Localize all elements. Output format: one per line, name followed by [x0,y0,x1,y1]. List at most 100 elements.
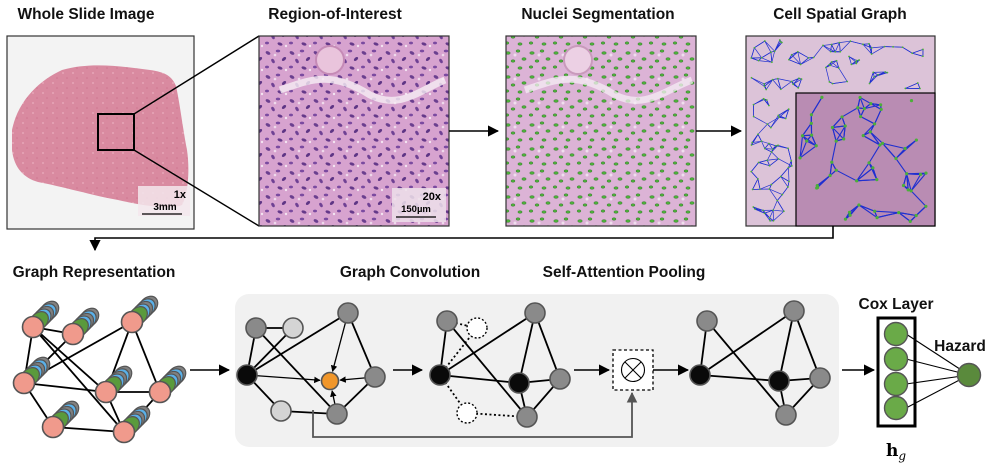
cell-graph-node [828,173,832,178]
representation-node [21,315,45,339]
cell-graph-node [750,170,753,173]
cell-graph-node [871,166,875,170]
cell-graph-edge [771,151,779,160]
dropped-edge [439,374,468,414]
cell-graph-node [750,144,753,146]
cell-graph-node [777,144,779,147]
graph-edge [246,327,294,376]
representation-edge [52,426,125,433]
cell-graph-node [772,219,775,222]
cell-graph-edge [753,116,768,125]
cox-vector-subscript: g [898,449,906,463]
graph-node [282,317,304,339]
cell-graph-edge [788,167,790,182]
cell-graph-edge [895,158,908,175]
message-passing-arrow [246,374,321,384]
cell-graph-edge [788,51,799,60]
cell-graph-edge [832,127,845,140]
cell-graph-node [835,59,838,62]
graph-node [809,367,831,389]
attention-pooling-operator[interactable] [612,349,654,391]
title-cox-layer: Cox Layer [858,296,934,313]
cell-graph-node [877,73,879,76]
cell-graph-edge [877,71,886,76]
cell-graph-node [763,40,766,42]
cell-graph-edge [777,194,783,201]
cell-graph-edge [870,103,881,106]
cell-graph-node [778,39,781,41]
cell-graph-node [838,41,841,44]
cell-graph-node [840,115,844,119]
cell-graph-edge [831,140,837,163]
cox-to-hazard-edge [905,333,970,376]
cell-graph-edge [787,181,790,188]
graph-node [337,302,359,324]
representation-edge [131,321,161,393]
cell-graph-edge [799,145,817,159]
cell-graph-edge [862,44,872,55]
cell-graph-edge [761,141,766,149]
graph-edge [706,320,787,416]
cell-graph-edge [777,200,785,212]
representation-edge [32,326,107,393]
roi-selection-box[interactable] [97,113,135,151]
cell-graph-node [834,50,837,53]
cell-graph-edge [788,54,792,60]
cell-graph-node [757,161,760,164]
graph-node [689,364,711,386]
cell-graph-node [787,108,790,111]
cell-graph-node [777,157,780,160]
cell-graph-edge [772,200,778,211]
cell-graph-node [828,81,831,83]
cell-graph-node [765,99,768,101]
graph-node [270,400,292,422]
cell-graph-edge [831,44,836,52]
cell-graph-node [790,53,793,56]
cell-graph-edge [761,51,772,59]
cell-graph-edge [869,72,874,84]
cell-graph-node [797,86,800,89]
cell-graph-edge [764,40,775,52]
cell-graph-node [798,77,800,80]
cell-graph-edge [767,158,779,161]
cell-graph-node [904,87,907,90]
cell-graph-edge [811,134,817,147]
cell-graph-edge [750,162,759,172]
cell-graph-node [768,216,771,219]
cell-graph-node [770,61,773,64]
cell-graph-edge [758,60,772,63]
cell-graph-node [924,204,928,208]
cell-graph-node [760,140,763,143]
cell-graph-edge [778,108,789,118]
cell-graph-node [752,115,755,118]
cell-graph-node [914,138,918,142]
cell-graph-edge [777,78,782,90]
representation-node [112,420,136,444]
cell-graph-node [859,114,863,119]
cell-graph-edge [780,81,792,90]
cox-node [883,321,909,347]
cell-graph-node [771,148,774,151]
cell-graph-node [790,80,793,83]
cell-graph-node [916,82,919,84]
cell-graph-node [867,161,871,165]
cell-graph-edge [832,116,843,128]
cell-graph-node [807,56,810,59]
cell-graph-node [800,134,805,138]
target-node [320,371,340,391]
cell-graph-edge [800,57,809,65]
cell-graph-edge [869,74,879,84]
title-cell-spatial-graph: Cell Spatial Graph [773,6,907,23]
cell-graph-node [790,165,793,167]
cell-graph-edge [830,64,839,69]
cell-graph-edge [752,178,759,190]
cell-graph-node [884,71,887,73]
cell-graph-node [763,147,766,150]
cell-graph-node [750,76,753,79]
cell-graph-node [752,206,755,208]
cell-graph-edge [769,210,774,218]
cell-graph-edge [769,188,778,201]
cell-graph-node [918,172,923,177]
cell-graph-edge [764,209,774,214]
cell-graph-edge [788,59,801,65]
